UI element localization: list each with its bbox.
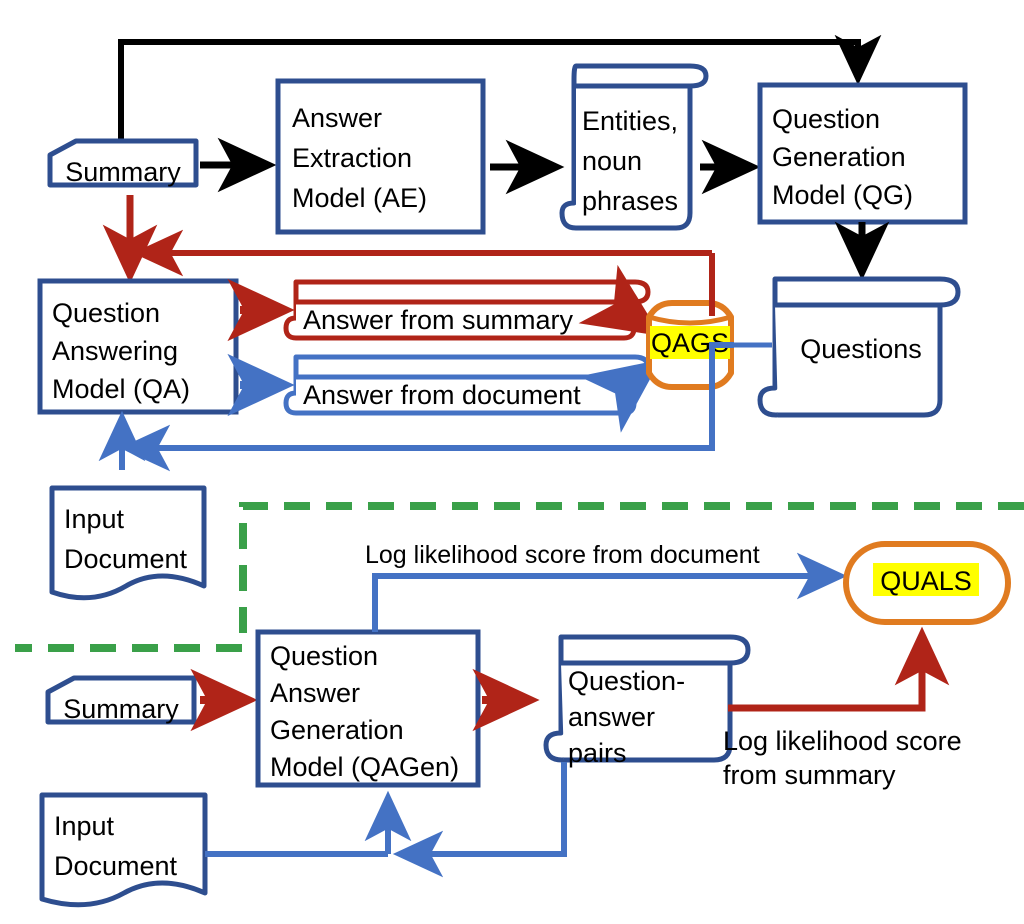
node-input-document-bottom[interactable]: Input Document [39, 792, 208, 908]
entities-line-1: Entities, [582, 106, 678, 136]
node-entities[interactable]: Entities, noun phrases [559, 63, 709, 231]
input-document-bottom-line-2: Document [54, 851, 178, 881]
node-answer-from-summary[interactable]: Answer from summary [283, 279, 651, 341]
summary-top-shape [47, 138, 199, 188]
node-input-document-mid[interactable]: Input Document [49, 485, 207, 601]
node-summary-top-label: Summary [65, 157, 181, 187]
input-document-bottom-shape [39, 792, 208, 908]
edge-label-loglik-document: Log likelihood score from document [365, 541, 760, 569]
node-question-answering[interactable]: Question Answering Model (QA) [37, 278, 239, 415]
question-generation-line-3: Model (QG) [772, 180, 913, 210]
node-questions[interactable]: Questions [757, 276, 961, 418]
answer-extraction-shape [275, 78, 486, 235]
qagen-shape [255, 629, 481, 788]
question-answering-line-2: Answering [52, 336, 178, 366]
node-summary-bottom-label: Summary [63, 694, 179, 724]
node-qagen[interactable]: Question Answer Generation Model (QAGen) [255, 629, 481, 788]
qa-pairs-scroll-body [561, 660, 733, 763]
question-answering-line-3: Model (QA) [52, 374, 190, 404]
summary-bottom-shape [45, 675, 197, 725]
input-document-bottom-line-1: Input [54, 811, 115, 841]
edge-qa-pairs-to-quals-red [728, 626, 950, 712]
section-divider-dashed [15, 502, 1024, 652]
entities-line-2: noun [582, 146, 642, 176]
node-questions-label: Questions [800, 334, 922, 364]
qagen-line-3: Generation [270, 715, 404, 745]
entities-scroll-body [576, 83, 693, 231]
qa-pairs-line-3: pairs [568, 738, 627, 768]
edge-qagen-to-quals-blue [372, 552, 848, 632]
node-answer-from-document[interactable]: Answer from document [283, 354, 651, 416]
qagen-line-2: Answer [270, 678, 360, 708]
answer-extraction-line-1: Answer [292, 103, 382, 133]
qagen-line-1: Question [270, 641, 378, 671]
node-answer-from-summary-label: Answer from summary [303, 305, 574, 335]
node-answer-from-document-label: Answer from document [303, 380, 581, 410]
green-dashed-line [15, 502, 1024, 652]
node-summary-top[interactable]: Summary [47, 138, 199, 188]
edge-label-loglik-summary-line-1: Log likelihood score [723, 726, 962, 756]
node-quals[interactable]: QUALS [843, 541, 1011, 625]
edge-summary-to-qg-feedback [118, 34, 882, 150]
input-document-mid-shape [49, 485, 207, 601]
answer-extraction-line-3: Model (AE) [292, 183, 427, 213]
node-quals-label: QUALS [880, 566, 972, 596]
question-generation-line-1: Question [772, 104, 880, 134]
node-qags[interactable]: QAGS [646, 300, 734, 390]
edge-label-loglik-summary-line-2: from summary [723, 760, 896, 790]
qa-pairs-line-1: Question- [568, 666, 685, 696]
answer-extraction-line-2: Extraction [292, 143, 412, 173]
entities-line-3: phrases [582, 186, 678, 216]
question-generation-shape [757, 82, 968, 225]
node-question-generation[interactable]: Question Generation Model (QG) [757, 82, 968, 225]
qa-pairs-line-2: answer [568, 702, 655, 732]
questions-scroll-body [775, 302, 943, 418]
edge-qa-pairs-to-input-blue [392, 762, 567, 878]
edge-questions-to-qa-blue [98, 342, 734, 472]
qags-cylinder-top-ellipse [648, 314, 732, 326]
node-summary-bottom[interactable]: Summary [45, 675, 197, 725]
node-answer-extraction[interactable]: Answer Extraction Model (AE) [275, 78, 486, 235]
node-qa-pairs[interactable]: Question- answer pairs [543, 634, 751, 768]
question-answering-line-1: Question [52, 298, 160, 328]
edge-input-document-to-qagen [205, 790, 412, 857]
input-document-mid-line-2: Document [64, 544, 188, 574]
question-generation-line-2: Generation [772, 142, 906, 172]
qagen-line-4: Model (QAGen) [270, 752, 459, 782]
input-document-mid-line-1: Input [64, 504, 125, 534]
quals-highlight [873, 563, 979, 596]
